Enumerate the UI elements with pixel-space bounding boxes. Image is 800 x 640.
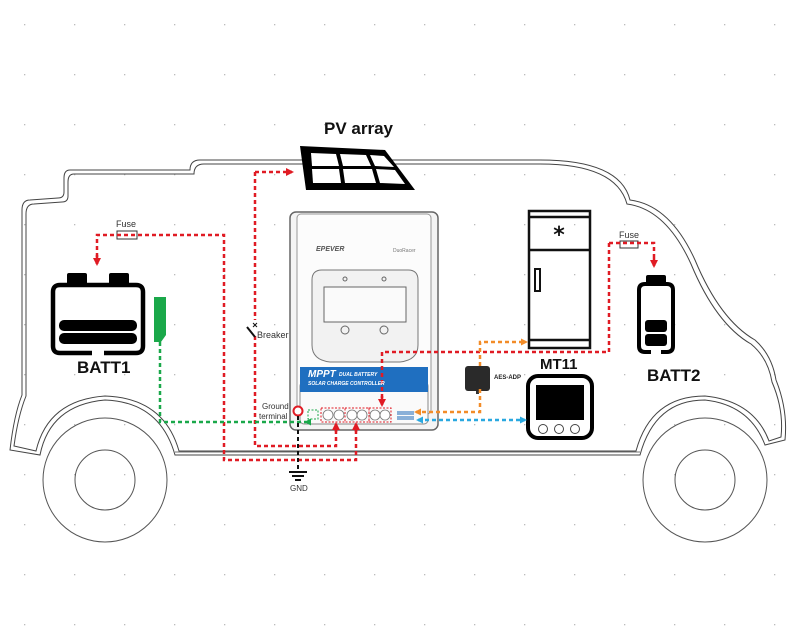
button-right bbox=[379, 325, 389, 335]
aes-adp-adapter bbox=[465, 366, 490, 394]
controller-brand: EPEVER bbox=[316, 246, 345, 253]
fuse-right-label: Fuse bbox=[619, 230, 640, 240]
wire-batt1-positive bbox=[95, 233, 358, 462]
com-port-1 bbox=[397, 411, 414, 415]
wire-com-to-adapter bbox=[414, 389, 482, 416]
controller-model: DuoRacer bbox=[393, 248, 416, 254]
com-port-2 bbox=[397, 416, 414, 420]
lcd-screen bbox=[323, 286, 407, 323]
breaker-label: Breaker bbox=[257, 330, 289, 340]
snowflake-icon: * bbox=[553, 223, 565, 248]
banner-mppt: MPPT bbox=[308, 369, 336, 380]
mppt-banner bbox=[300, 367, 428, 392]
mt11-meter bbox=[526, 374, 594, 440]
front-wheel bbox=[642, 417, 768, 543]
wire-pv-positive-lower bbox=[253, 336, 338, 448]
pv-array-panel bbox=[300, 146, 415, 190]
rear-wheel bbox=[42, 417, 168, 543]
ground-terminal-label-2: terminal bbox=[259, 412, 288, 421]
button-left bbox=[340, 325, 350, 335]
ground-terminal-icon bbox=[292, 405, 304, 417]
wire-adapter-to-fridge bbox=[478, 338, 528, 366]
refrigerator bbox=[527, 209, 592, 350]
pv-array-title: PV array bbox=[324, 119, 393, 138]
gnd-label: GND bbox=[290, 484, 308, 493]
battery-1-negative-lug bbox=[154, 297, 166, 342]
terminal-batt2 bbox=[368, 407, 392, 423]
banner-subtitle: SOLAR CHARGE CONTROLLER bbox=[308, 381, 385, 387]
fuse-left-label: Fuse bbox=[116, 219, 137, 229]
fuse-right-icon bbox=[619, 240, 639, 249]
battery-2-icon bbox=[637, 275, 675, 354]
battery-1-icon bbox=[50, 273, 146, 356]
ground-terminal-label-1: Ground bbox=[262, 402, 289, 411]
aes-adp-label: AES-ADP bbox=[494, 375, 522, 381]
batt2-label: BATT2 bbox=[647, 366, 701, 385]
wire-batt2-fuse bbox=[609, 241, 656, 262]
wire-batt1-negative-ground bbox=[158, 342, 311, 426]
batt1-label: BATT1 bbox=[77, 358, 131, 377]
terminal-block bbox=[322, 409, 391, 421]
rv-body-outline bbox=[9, 159, 787, 456]
mt11-label: MT11 bbox=[540, 356, 578, 373]
charge-controller bbox=[289, 211, 439, 431]
earth-ground-icon bbox=[289, 471, 307, 481]
terminal-ground-screw bbox=[307, 409, 319, 420]
breaker-icon bbox=[246, 322, 258, 338]
banner-dual-battery: DUAL BATTERY bbox=[339, 372, 378, 378]
